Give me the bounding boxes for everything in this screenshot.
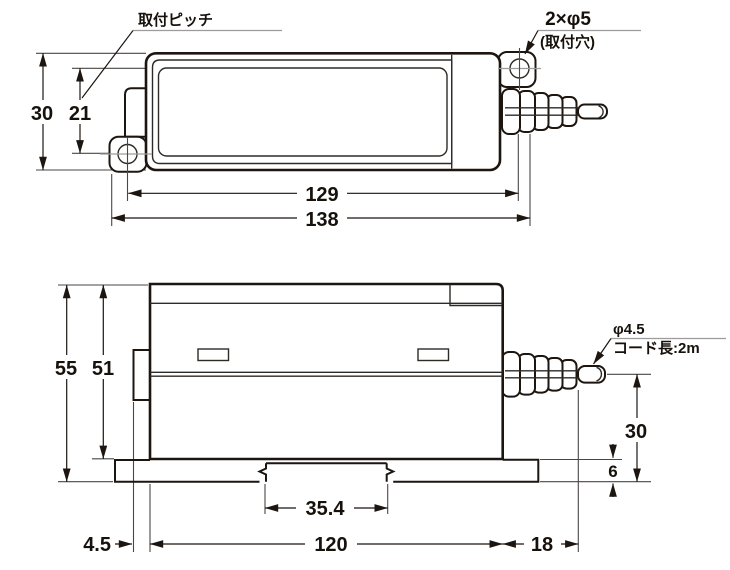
rail-hook-right <box>385 463 396 482</box>
dim-tab-offset: 4.5 <box>83 534 111 556</box>
cable <box>577 365 606 384</box>
side-view-body <box>148 282 504 461</box>
dim-hole-pitch-h: 129 <box>305 184 338 206</box>
boot-rib <box>501 351 521 398</box>
dim-overall-length: 138 <box>305 209 338 231</box>
foot-left <box>114 459 260 483</box>
bottom-profile <box>114 458 540 483</box>
dim-overall-height: 55 <box>55 358 77 380</box>
slot <box>197 348 230 362</box>
label-mounting-holes-note: (取付穴) <box>540 33 595 51</box>
cable-boot-top <box>501 88 608 135</box>
label-mounting-pitch: 取付ピッチ <box>138 11 213 29</box>
body-inner-line <box>151 59 453 165</box>
side-tab <box>124 87 147 138</box>
boot-rib <box>501 88 521 135</box>
label-mounting-holes: 2×φ5 <box>545 9 591 30</box>
top-view-body <box>144 51 502 172</box>
dim-step-height: 6 <box>608 462 617 481</box>
leader-arrow <box>593 338 612 365</box>
top-view: 30 21 129 138 取付ピッチ 2×φ5 (取付穴) <box>26 9 641 231</box>
side-view: 55 51 4.5 120 18 30 6 35.4 φ4.5 コード長:2m <box>50 282 726 556</box>
dim-cable-center-height: 30 <box>625 421 647 443</box>
rail-hook-left <box>257 463 267 482</box>
dim-boot-length: 18 <box>531 534 553 556</box>
cable-tip-arc <box>598 105 604 119</box>
cable-boot-side <box>501 351 606 398</box>
dim-body-height: 51 <box>92 358 114 380</box>
label-recess <box>157 67 448 157</box>
leader-arrow <box>524 30 539 55</box>
dim-hole-pitch-v: 21 <box>69 103 91 125</box>
cable <box>577 103 608 120</box>
label-cable-diameter: φ4.5 <box>613 321 645 338</box>
dim-top-body-width: 30 <box>31 103 53 125</box>
corner-panel <box>449 284 502 307</box>
side-tab <box>132 349 151 401</box>
step-right <box>393 458 540 483</box>
cable-tip-arc <box>596 366 603 382</box>
leader-line <box>81 30 134 99</box>
dim-rail-notch-width: 35.4 <box>306 498 346 520</box>
slot <box>417 348 450 362</box>
label-cord-length: コード長:2m <box>613 340 700 357</box>
dim-body-length: 120 <box>314 534 347 556</box>
